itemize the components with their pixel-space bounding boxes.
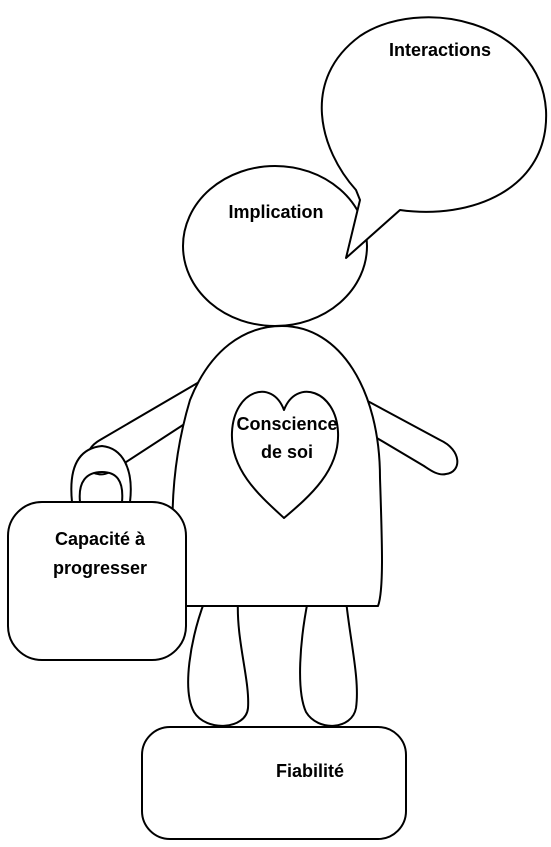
briefcase-body [7,501,187,661]
speech-bubble [320,16,548,259]
right-arm [359,397,459,476]
conscience-label-line2: de soi [261,442,313,462]
right-leg [299,599,358,727]
conscience-label-line1: Conscience [236,414,337,434]
capacite-label-line2: progresser [53,558,147,578]
head-circle [182,165,368,327]
heart-shape [230,390,340,519]
fiabilite-label: Fiabilité [276,761,344,781]
left-leg [187,599,250,727]
capacite-label-line1: Capacité à [55,529,146,549]
implication-label: Implication [228,202,323,222]
interactions-label: Interactions [389,40,491,60]
pedestal-block [141,726,407,840]
